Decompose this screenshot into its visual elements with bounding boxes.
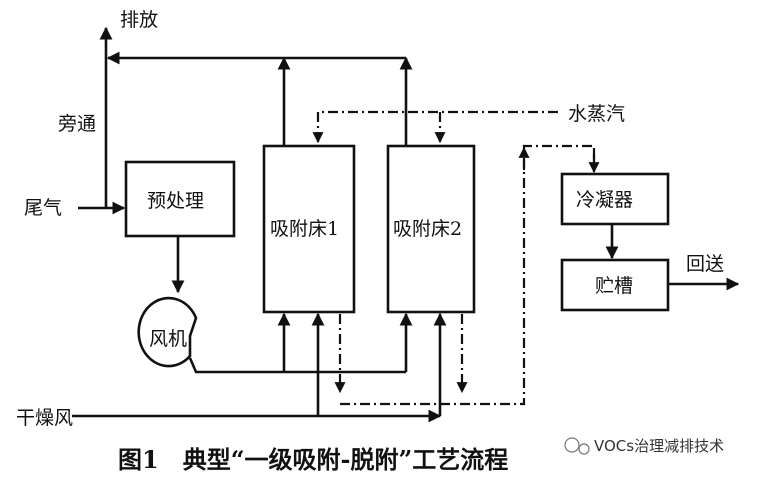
storage-tank-box xyxy=(560,258,670,312)
condenser-box xyxy=(560,172,670,226)
watermark-logo-icon-small xyxy=(578,443,590,455)
bed1-label: 吸附床1 xyxy=(270,218,339,240)
desorb-return-line xyxy=(340,144,596,406)
fan-label: 风机 xyxy=(149,328,187,350)
steam-lines xyxy=(312,110,600,406)
watermark-logo-icon xyxy=(564,437,580,453)
figure-caption: 图1 典型“一级吸附-脱附”工艺流程 xyxy=(118,445,508,474)
watermark-text: VOCs治理减排技术 xyxy=(594,437,724,455)
bed2-label: 吸附床2 xyxy=(393,218,462,240)
fan-outlet-line xyxy=(188,357,406,374)
pretreatment-label: 预处理 xyxy=(147,190,204,212)
condenser-label: 冷凝器 xyxy=(576,189,633,211)
bypass-label: 旁通 xyxy=(58,113,96,135)
steam-label: 水蒸汽 xyxy=(568,103,625,125)
storage-tank-label: 贮槽 xyxy=(595,275,633,297)
bed1-box xyxy=(262,144,356,314)
equipment xyxy=(124,144,670,368)
return-label: 回送 xyxy=(686,253,724,275)
pretreatment-box xyxy=(124,160,236,238)
discharge-label: 排放 xyxy=(120,9,158,31)
labels: 排放 旁通 尾气 预处理 风机 吸附床1 吸附床2 水蒸汽 冷凝器 贮槽 回送 … xyxy=(16,9,724,429)
tail-gas-label: 尾气 xyxy=(24,197,62,219)
dry-air-label: 干燥风 xyxy=(16,407,73,429)
bed2-box xyxy=(386,144,476,314)
fan-icon xyxy=(137,296,198,368)
watermark: VOCs治理减排技术 xyxy=(564,437,724,455)
gas-lines xyxy=(72,26,740,423)
